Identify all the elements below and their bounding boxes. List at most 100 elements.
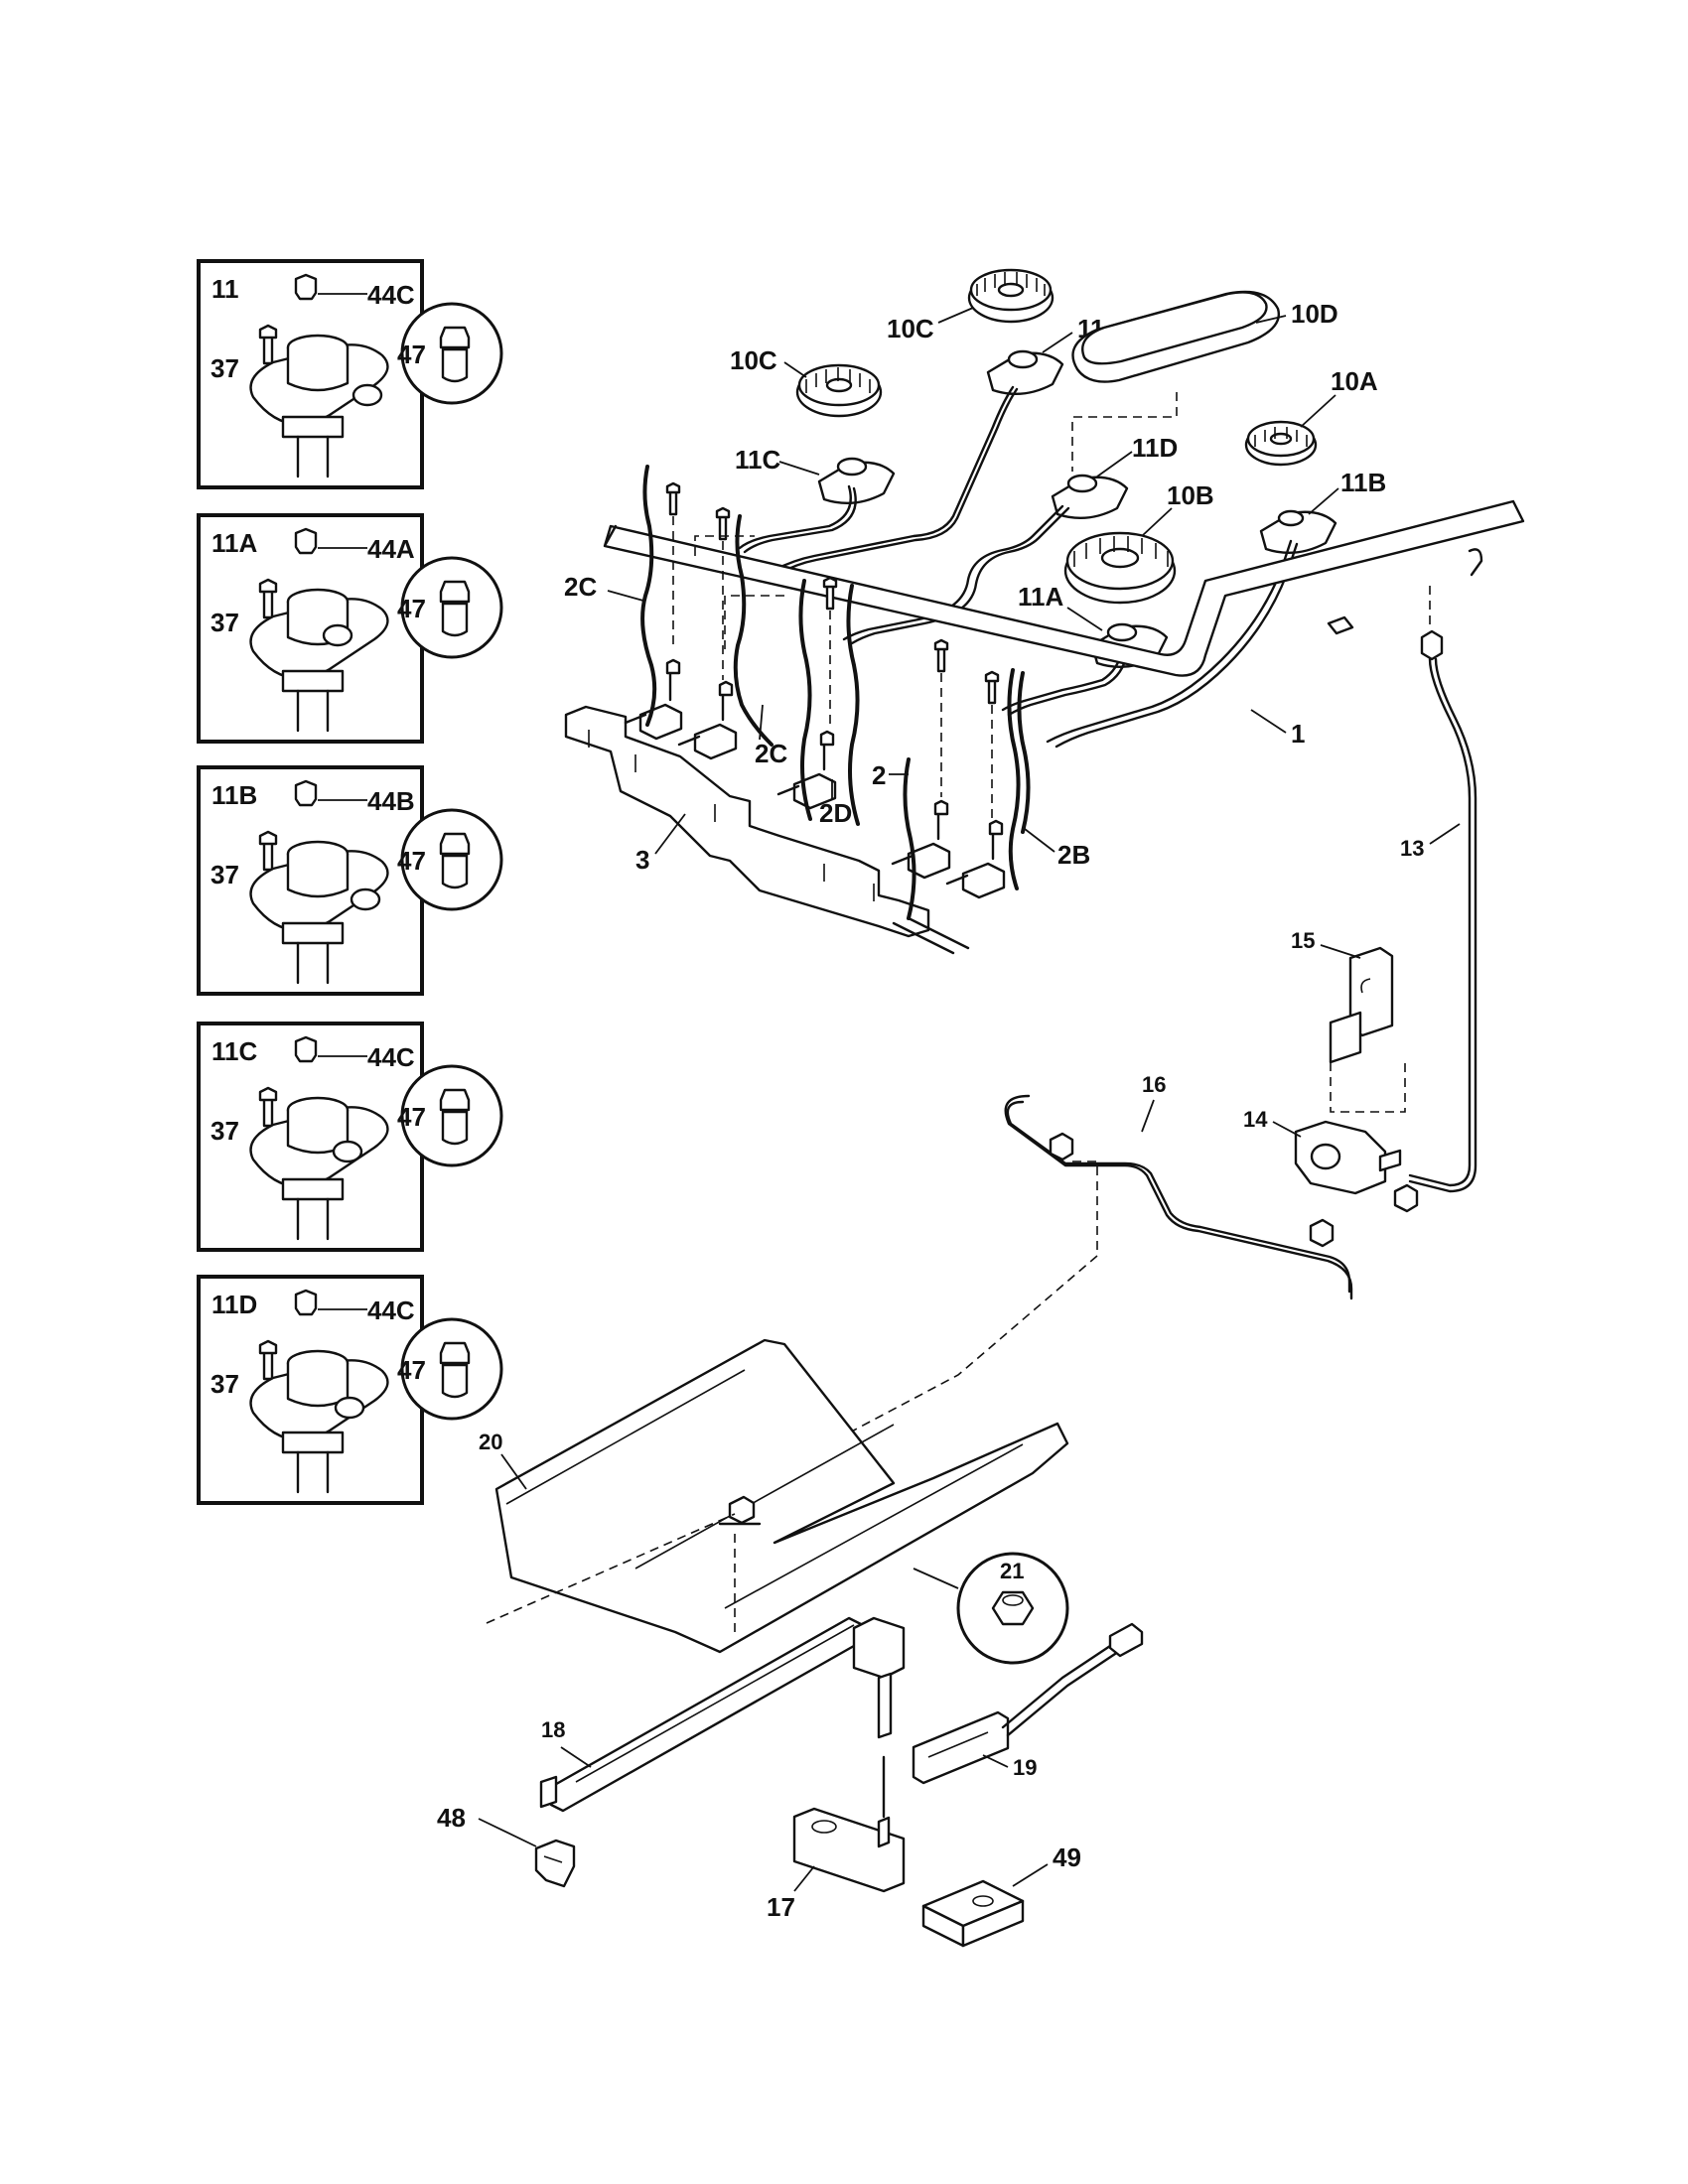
screw-icon	[258, 1339, 278, 1381]
callout-49: 49	[1053, 1843, 1081, 1872]
burner-ring-10B	[1063, 531, 1177, 605]
screw-icon	[258, 578, 278, 619]
callout-2B: 2B	[1057, 840, 1090, 870]
burner-head-11C	[817, 457, 896, 505]
screw-label: 37	[211, 1116, 239, 1146]
burner-head-icon	[249, 588, 389, 733]
burner-head-icon	[249, 1096, 389, 1241]
pressure-regulator-14	[1294, 1120, 1402, 1195]
valve	[677, 680, 738, 760]
burner-ring-10C-left	[795, 363, 883, 418]
callout-2D: 2D	[819, 798, 852, 828]
orifice-icon	[439, 1341, 471, 1399]
cap-label: 44B	[367, 786, 415, 816]
burner-head-11D	[1051, 474, 1129, 520]
inset-panel-11A: 11A 44A 37 47	[197, 513, 503, 744]
inset-panel-11: 11 44C 37 47	[197, 259, 503, 489]
inset-title: 11B	[211, 780, 257, 810]
screw-icon	[258, 1086, 278, 1128]
cap-label: 44C	[367, 1296, 415, 1325]
burner-ring-10A	[1244, 420, 1318, 467]
burner-tube	[1046, 539, 1293, 744]
callout-11D: 11D	[1132, 433, 1178, 463]
tube-16	[1004, 1094, 1353, 1300]
callout-16: 16	[1142, 1072, 1166, 1097]
callout-2: 2	[872, 760, 886, 790]
callout-17: 17	[767, 1892, 795, 1922]
oven-burner-18	[539, 1616, 906, 1813]
cap-icon	[294, 273, 318, 301]
cap-icon	[294, 1035, 318, 1063]
callout-13: 13	[1400, 836, 1424, 861]
burner-tube	[842, 504, 1064, 641]
cap-icon	[294, 527, 318, 555]
valve	[945, 819, 1006, 899]
screw-icon	[258, 830, 278, 872]
inset-title: 11	[211, 274, 239, 304]
callout-21: 21	[1000, 1559, 1024, 1583]
orifice-icon	[439, 832, 471, 889]
igniter-wire-2C-left	[640, 465, 657, 727]
callout-3: 3	[635, 845, 649, 875]
cap-icon	[294, 779, 318, 807]
burner-head-icon	[249, 840, 389, 985]
callout-11B: 11B	[1340, 468, 1386, 497]
valve	[891, 799, 951, 880]
cap-label: 44C	[367, 1042, 415, 1072]
bracket-15	[1329, 946, 1394, 1064]
cap-label: 44C	[367, 280, 415, 310]
inset-title: 11A	[211, 528, 257, 558]
bracket-48	[534, 1839, 576, 1888]
igniter-wire-2	[903, 757, 916, 920]
inset-panel-11C: 11C 44C 37 47	[197, 1022, 503, 1252]
callout-10A: 10A	[1331, 366, 1378, 396]
callout-11A: 11A	[1018, 582, 1063, 612]
callout-10C-left: 10C	[730, 345, 777, 375]
callout-1: 1	[1291, 719, 1305, 749]
manifold-pipe-1	[603, 499, 1525, 677]
inset-panel-11B: 11B 44B 37 47	[197, 765, 503, 996]
cap-label: 44A	[367, 534, 415, 564]
manifold-bracket-3	[564, 705, 970, 955]
oven-igniter-19	[912, 1622, 1144, 1785]
igniter-wire-2D	[798, 579, 812, 821]
screw-label: 37	[211, 608, 239, 637]
inset-panel-11D: 11D 44C 37 47	[197, 1275, 503, 1505]
orifice-label: 47	[397, 846, 426, 876]
callout-15: 15	[1291, 928, 1315, 953]
callout-10C-top: 10C	[887, 314, 934, 343]
burner-ring-10C-top	[967, 268, 1055, 324]
screw-icon	[258, 324, 278, 365]
heat-shield-20	[494, 1338, 1069, 1654]
inset-title: 11C	[211, 1036, 257, 1066]
inset-title: 11D	[211, 1290, 257, 1319]
callout-18: 18	[541, 1717, 565, 1742]
callout-14: 14	[1243, 1107, 1268, 1132]
callout-48: 48	[437, 1803, 466, 1833]
safety-valve-17	[792, 1755, 906, 1893]
burner-tube	[773, 385, 1015, 572]
cap-icon	[294, 1289, 318, 1316]
callout-11C: 11C	[735, 445, 780, 475]
screw-label: 37	[211, 860, 239, 889]
screw-label: 37	[211, 353, 239, 383]
orifice-icon	[439, 580, 471, 637]
orifice-label: 47	[397, 1355, 426, 1385]
bracket-49	[921, 1879, 1025, 1948]
orifice-label: 47	[397, 1102, 426, 1132]
burner-tube	[738, 484, 852, 550]
screw-label: 37	[211, 1369, 239, 1399]
callout-2C-left: 2C	[564, 572, 597, 602]
oval-burner-10D	[1071, 290, 1281, 383]
callout-20: 20	[479, 1430, 502, 1454]
nut-detail-21	[956, 1552, 1069, 1665]
callout-19: 19	[1013, 1755, 1037, 1780]
callout-10B: 10B	[1167, 480, 1214, 510]
orifice-icon	[439, 1088, 471, 1146]
igniter-wire-2B	[1007, 668, 1021, 890]
burner-tube	[1001, 648, 1124, 712]
screw-icon	[665, 481, 1000, 705]
supply-line-13	[1393, 629, 1477, 1213]
burner-head-11B	[1259, 509, 1337, 555]
